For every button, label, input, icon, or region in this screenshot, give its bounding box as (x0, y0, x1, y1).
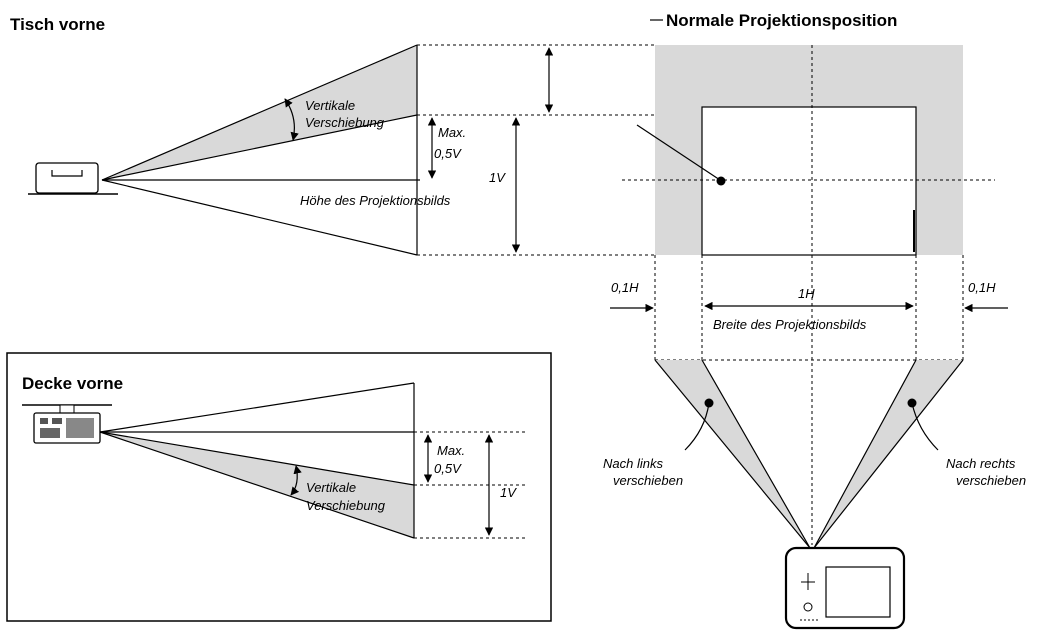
table-front-section: Tisch vorne Vertikale Verschiebung Max. … (10, 15, 655, 256)
right-margin-label: 0,1H (968, 280, 996, 295)
ceiling-front-title: Decke vorne (22, 374, 123, 393)
left-shift-label-2: verschieben (613, 473, 683, 488)
left-shift-label-1: Nach links (603, 456, 663, 471)
ceiling-shift-label-2: Verschiebung (306, 498, 386, 513)
ceiling-front-frame (6, 352, 552, 622)
width-1h-label: 1H (798, 286, 815, 301)
ceiling-shift-label-1: Vertikale (306, 480, 356, 495)
right-shift-label-1: Nach rechts (946, 456, 1016, 471)
table-image-height-label: Höhe des Projektionsbilds (300, 193, 451, 208)
ceiling-front-section: Decke vorne Max. 0,5V 1V Vertikale Versc… (6, 352, 552, 622)
image-width-label: Breite des Projektionsbilds (713, 317, 867, 332)
table-front-title: Tisch vorne (10, 15, 105, 34)
table-max-label-2: 0,5V (434, 146, 462, 161)
ceiling-shift-arc (290, 465, 302, 496)
ceiling-max-label-1: Max. (437, 443, 465, 458)
right-shift-label-2: verschieben (956, 473, 1026, 488)
normal-position-section: Normale Projektionsposition 0,1H 0,1H 1H… (603, 11, 1026, 630)
normal-position-dot (716, 176, 726, 186)
projected-image-rect (701, 106, 917, 256)
projector-top-view-icon (784, 546, 906, 630)
table-projector-icon (28, 162, 118, 195)
table-shift-label-2: Verschiebung (305, 115, 385, 130)
table-1v-label: 1V (489, 170, 506, 185)
ceiling-1v-label: 1V (500, 485, 517, 500)
ceiling-projector-icon (22, 404, 112, 444)
table-max-label-1: Max. (438, 125, 466, 140)
table-shift-label-1: Vertikale (305, 98, 355, 113)
ceiling-max-label-2: 0,5V (434, 461, 462, 476)
table-shift-arc (284, 98, 299, 141)
normal-position-title: Normale Projektionsposition (666, 11, 897, 30)
left-margin-label: 0,1H (611, 280, 639, 295)
